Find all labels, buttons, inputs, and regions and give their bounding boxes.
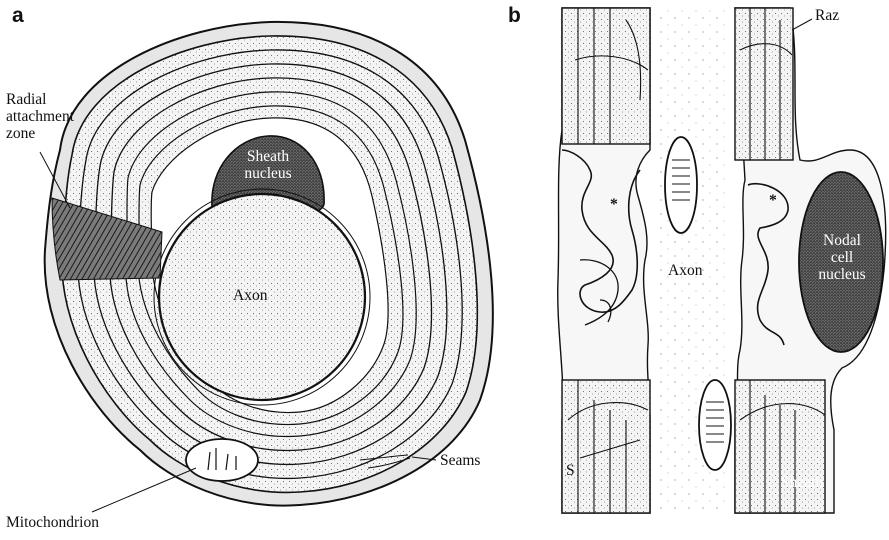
panel-b-letter: b xyxy=(508,4,521,28)
label-asterisk-left: * xyxy=(610,196,618,213)
mitochondrion-shape xyxy=(186,439,258,481)
leader-raz xyxy=(792,19,812,30)
right-sheath-top xyxy=(735,8,793,160)
label-radial-attachment-zone: Radial attachment zone xyxy=(6,91,74,142)
label-raz: Raz xyxy=(815,7,839,24)
axon-mitochondrion-top xyxy=(665,137,697,233)
label-axon-a: Axon xyxy=(233,287,267,304)
label-asterisk-right: * xyxy=(769,192,777,209)
label-axon-b: Axon xyxy=(668,262,702,279)
leader-mitochondrion xyxy=(92,468,196,512)
label-sheath-b: Sheath xyxy=(772,474,832,491)
left-sheath-bottom xyxy=(562,380,650,513)
left-sheath-top xyxy=(562,8,650,144)
label-s: S xyxy=(566,462,575,479)
label-seams: Seams xyxy=(440,452,480,469)
label-nodal-cell-nucleus: Nodal cell nucleus xyxy=(804,232,880,283)
label-sheath-nucleus: Sheath nucleus xyxy=(228,148,308,182)
axon-mitochondrion-bottom xyxy=(699,380,731,470)
panel-a-letter: a xyxy=(12,4,24,28)
label-mitochondrion: Mitochondrion xyxy=(6,514,99,531)
panel-a-drawing xyxy=(40,22,493,512)
